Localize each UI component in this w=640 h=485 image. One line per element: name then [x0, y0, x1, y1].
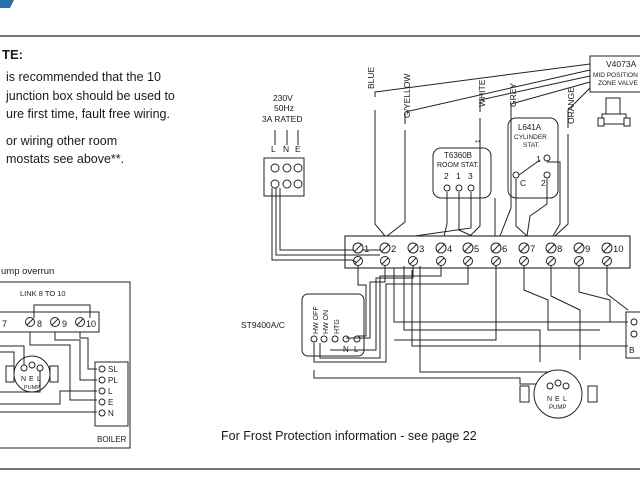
- valve-body: [597, 97, 631, 127]
- room-stat-terminal-2: 2: [444, 171, 449, 181]
- right-pump-terminal-l: L: [563, 396, 567, 403]
- valve-line1: MID POSITION: [593, 72, 638, 79]
- wire-label-orange: ORANGE: [566, 87, 576, 124]
- boiler-terminal-n: N: [108, 409, 114, 418]
- cylinder-stat-terminal-2: 2: [541, 178, 546, 188]
- boiler-terminal-e: E: [108, 398, 113, 407]
- cylinder-stat-model: L641A: [518, 123, 542, 132]
- left-pump-terminal-n: N: [21, 376, 26, 383]
- lower-wires: [313, 266, 629, 385]
- junction-terminal-7: 7: [530, 244, 535, 255]
- pump-overrun-title: ump overrun: [1, 266, 54, 277]
- supply-terminal-circles: [270, 163, 303, 189]
- programmer-terminal-hw-on: HW ON: [323, 310, 330, 334]
- supply-voltage: 230V: [273, 93, 293, 103]
- room-stat-marker: **: [475, 140, 481, 147]
- supply-terminal-e: E: [295, 144, 301, 154]
- junction-wires: [351, 110, 569, 263]
- junction-box: 1 2 3 4 5 6 7 8 9 10: [344, 235, 631, 269]
- left-pump: [5, 355, 59, 393]
- valve-model: V4073A: [606, 59, 637, 69]
- right-pump-terminal-e: E: [555, 396, 560, 403]
- page-frame: [0, 35, 640, 470]
- junction-terminal-5: 5: [474, 244, 479, 255]
- cylinder-stat-line1: CYLINDER: [514, 134, 547, 141]
- pump-overrun-detail: ump overrun LINK 8 TO 10 7 8 9 10 N E L …: [0, 266, 131, 449]
- supply-connector: [263, 157, 305, 197]
- room-stat-name: ROOM STAT.: [437, 162, 479, 169]
- junction-terminal-2: 2: [391, 244, 396, 255]
- junction-terminal-4: 4: [447, 244, 452, 255]
- programmer: ST9400A/C HW OFF HW ON HTG N L: [241, 293, 365, 357]
- boiler-terminal-pl: PL: [108, 376, 118, 385]
- right-pump-label: PUMP: [549, 405, 566, 411]
- junction-terminal-3: 3: [419, 244, 424, 255]
- room-stat: ** T6360B ROOM STAT. 2 1 3: [432, 140, 492, 199]
- programmer-terminal-htg: HTG: [334, 319, 341, 334]
- zone-valve: V4073A MID POSITION ZONE VALVE: [374, 55, 640, 128]
- corner-mark: [0, 0, 14, 8]
- room-stat-terminal-1: 1: [456, 171, 461, 181]
- cylinder-stat-line2: STAT.: [523, 142, 540, 149]
- supply-rating: 3A RATED: [262, 114, 302, 124]
- valve-cable: [374, 63, 591, 128]
- frost-protection-note: For Frost Protection information - see p…: [221, 429, 477, 443]
- mini-terminal-9: 9: [62, 319, 67, 329]
- cylinder-stat: L641A CYLINDER STAT. 1 C 2: [507, 117, 559, 199]
- junction-terminal-10: 10: [613, 244, 624, 255]
- boiler-block: [94, 361, 129, 427]
- left-pump-terminal-l: L: [37, 376, 41, 383]
- note-line-1: is recommended that the 10: [6, 70, 161, 84]
- right-boiler-partial: B: [625, 311, 640, 359]
- svg-text:B: B: [629, 345, 635, 355]
- overrun-wires: [0, 332, 97, 413]
- junction-upper-slots: [353, 243, 612, 253]
- supply-terminal-n: N: [283, 144, 289, 154]
- mini-terminal-10: 10: [86, 319, 96, 329]
- right-pump: [519, 369, 598, 419]
- programmer-model: ST9400A/C: [241, 320, 285, 330]
- junction-terminal-6: 6: [502, 244, 507, 255]
- mini-terminals: [25, 317, 85, 327]
- note-line-3: ure first time, fault free wiring.: [6, 107, 170, 121]
- note-line-5: mostats see above**.: [6, 152, 125, 166]
- boiler-terminal-sl: SL: [108, 365, 118, 374]
- supply-block: 230V 50Hz 3A RATED L N E: [262, 93, 383, 261]
- boiler-terminal-dots: [98, 365, 106, 417]
- overrun-frame: [0, 281, 131, 449]
- note-title: TE:: [2, 47, 23, 62]
- mini-terminal-7: 7: [2, 319, 7, 329]
- supply-terminal-l: L: [271, 144, 276, 154]
- boiler-terminal-l: L: [108, 387, 113, 396]
- valve-line2: ZONE VALVE: [598, 80, 639, 87]
- cylinder-stat-terminal-1: 1: [536, 154, 541, 164]
- mini-junction-strip: [0, 311, 100, 333]
- supply-frequency: 50Hz: [274, 103, 294, 113]
- cylinder-stat-terminal-c: C: [520, 178, 526, 188]
- wire-label-grey: GREY: [508, 83, 518, 107]
- right-pump-terminal-n: N: [547, 396, 552, 403]
- room-stat-terminal-3: 3: [468, 171, 473, 181]
- junction-lower-slots: [354, 257, 611, 265]
- link-label: LINK 8 TO 10: [20, 289, 66, 298]
- left-pump-label: PUMP: [24, 385, 40, 391]
- mini-terminal-8: 8: [37, 319, 42, 329]
- programmer-terminal-hw-off: HW OFF: [313, 306, 320, 334]
- note-line-2: junction box should be used to: [6, 89, 175, 103]
- junction-terminal-8: 8: [557, 244, 562, 255]
- junction-terminal-1: 1: [364, 244, 369, 255]
- wire-label-blue: BLUE: [366, 66, 376, 89]
- junction-terminal-9: 9: [585, 244, 590, 255]
- room-stat-model: T6360B: [444, 151, 472, 160]
- boiler-label: BOILER: [97, 435, 127, 444]
- wire-label-white: WHITE: [477, 79, 487, 107]
- note-line-4: or wiring other room: [6, 134, 118, 148]
- junction-lower-screws: [353, 256, 612, 266]
- wire-label-gyellow: G/YELLOW: [402, 74, 412, 118]
- left-pump-terminal-e: E: [29, 376, 34, 383]
